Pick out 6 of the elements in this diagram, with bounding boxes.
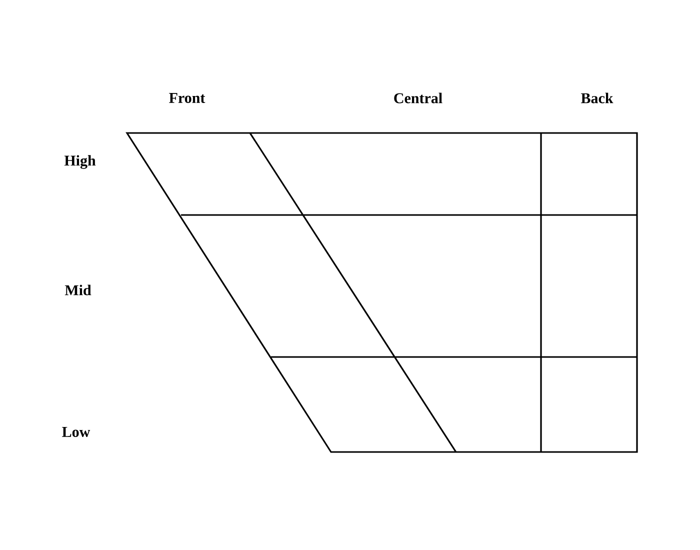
- row-label: High: [64, 155, 96, 169]
- row-label: Mid: [64, 284, 92, 296]
- row-label: Low: [62, 427, 90, 437]
- column-heading: Front: [169, 93, 206, 103]
- column-heading: Central: [394, 92, 442, 104]
- column-heading: Back: [581, 92, 614, 104]
